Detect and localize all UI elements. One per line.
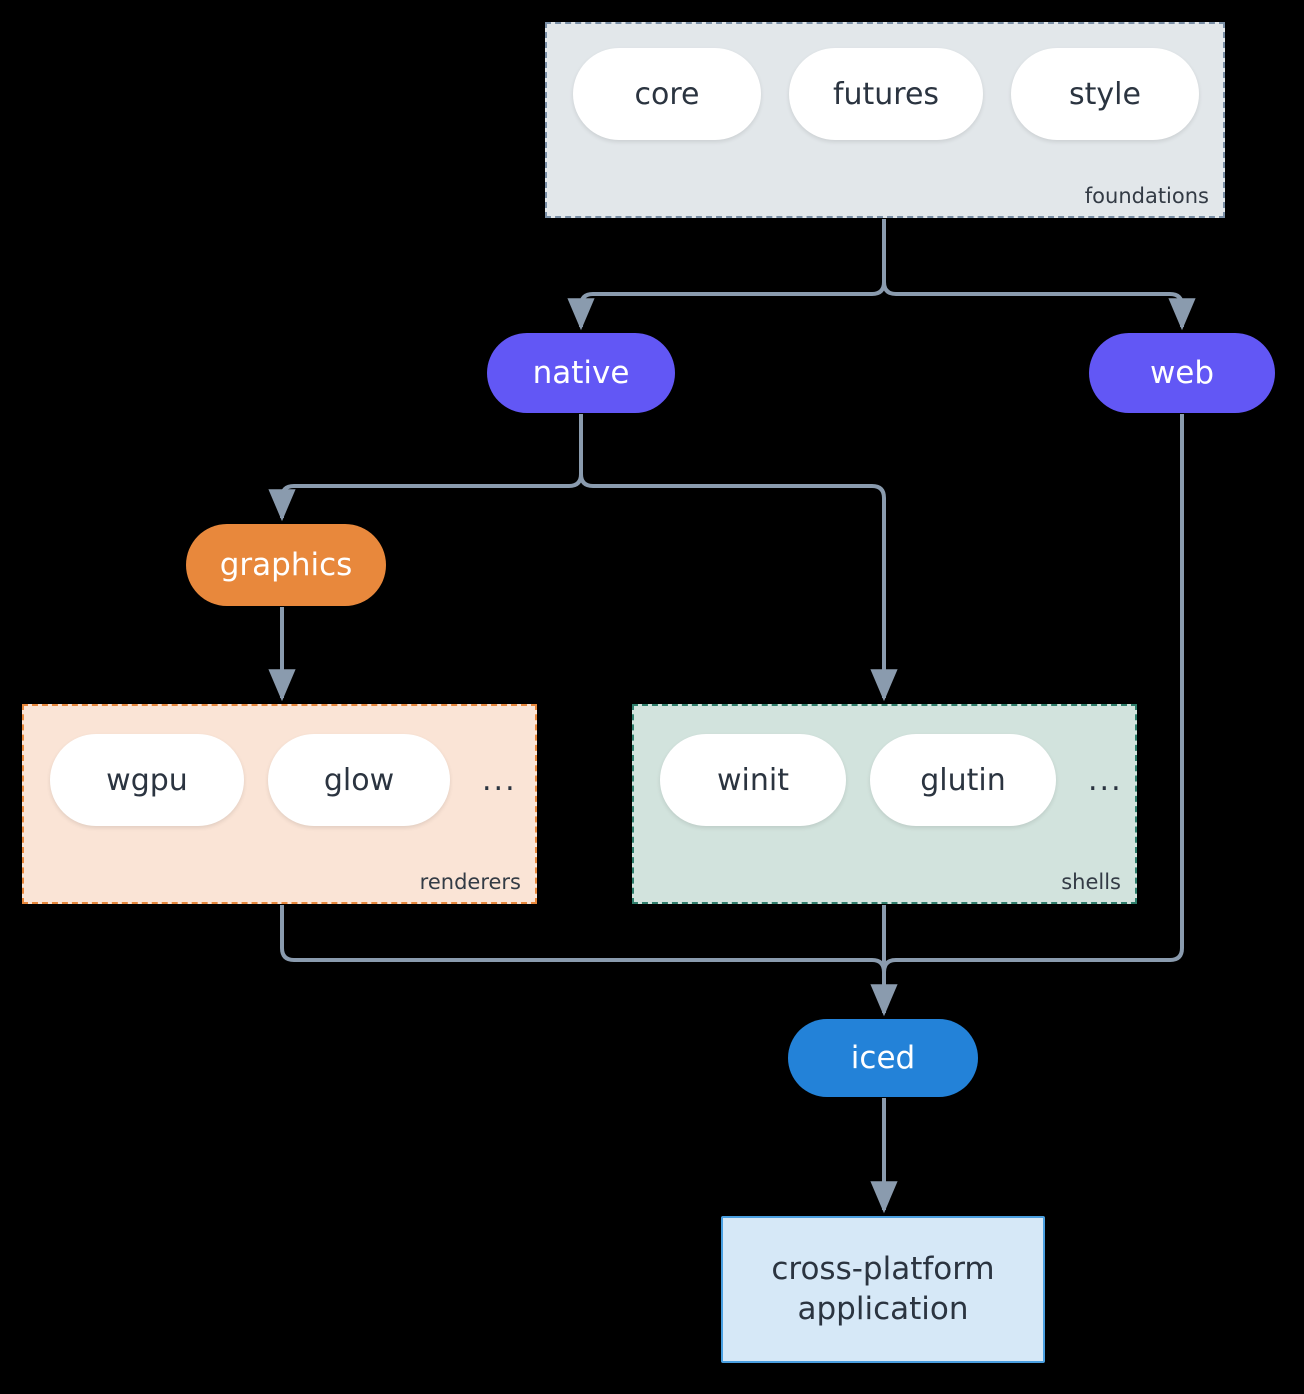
node-winit[interactable]: winit [660,734,846,826]
shells-members: winit glutin ... [660,734,1131,826]
cluster-shells: winit glutin ... shells [632,704,1137,904]
edge-foundations-web [882,219,1196,331]
node-futures[interactable]: futures [789,48,983,140]
node-wgpu[interactable]: wgpu [50,734,244,826]
renderers-members: wgpu glow ... [50,734,525,826]
app-label-line2: application [797,1290,969,1327]
renderers-ellipsis: ... [482,762,517,798]
node-iced[interactable]: iced [788,1019,978,1097]
cluster-label-foundations: foundations [1084,184,1209,208]
node-cross-platform-application[interactable]: cross-platform application [721,1216,1045,1363]
app-label-line1: cross-platform [771,1250,995,1287]
node-native[interactable]: native [487,333,675,413]
node-glutin[interactable]: glutin [870,734,1056,826]
shells-ellipsis: ... [1088,762,1123,798]
edge-native-graphics [268,414,583,522]
foundations-members: core futures style [573,48,1199,140]
cluster-foundations: core futures style foundations [545,22,1225,218]
node-web[interactable]: web [1089,333,1275,413]
cluster-label-renderers: renderers [419,870,521,894]
edge-renderers-iced [280,905,886,1013]
node-glow[interactable]: glow [268,734,450,826]
node-graphics[interactable]: graphics [186,524,386,606]
node-core[interactable]: core [573,48,761,140]
node-style[interactable]: style [1011,48,1199,140]
cluster-label-shells: shells [1061,870,1121,894]
edge-native-shells [579,414,898,702]
cluster-renderers: wgpu glow ... renderers [22,704,537,904]
edge-foundations-native [567,219,886,331]
